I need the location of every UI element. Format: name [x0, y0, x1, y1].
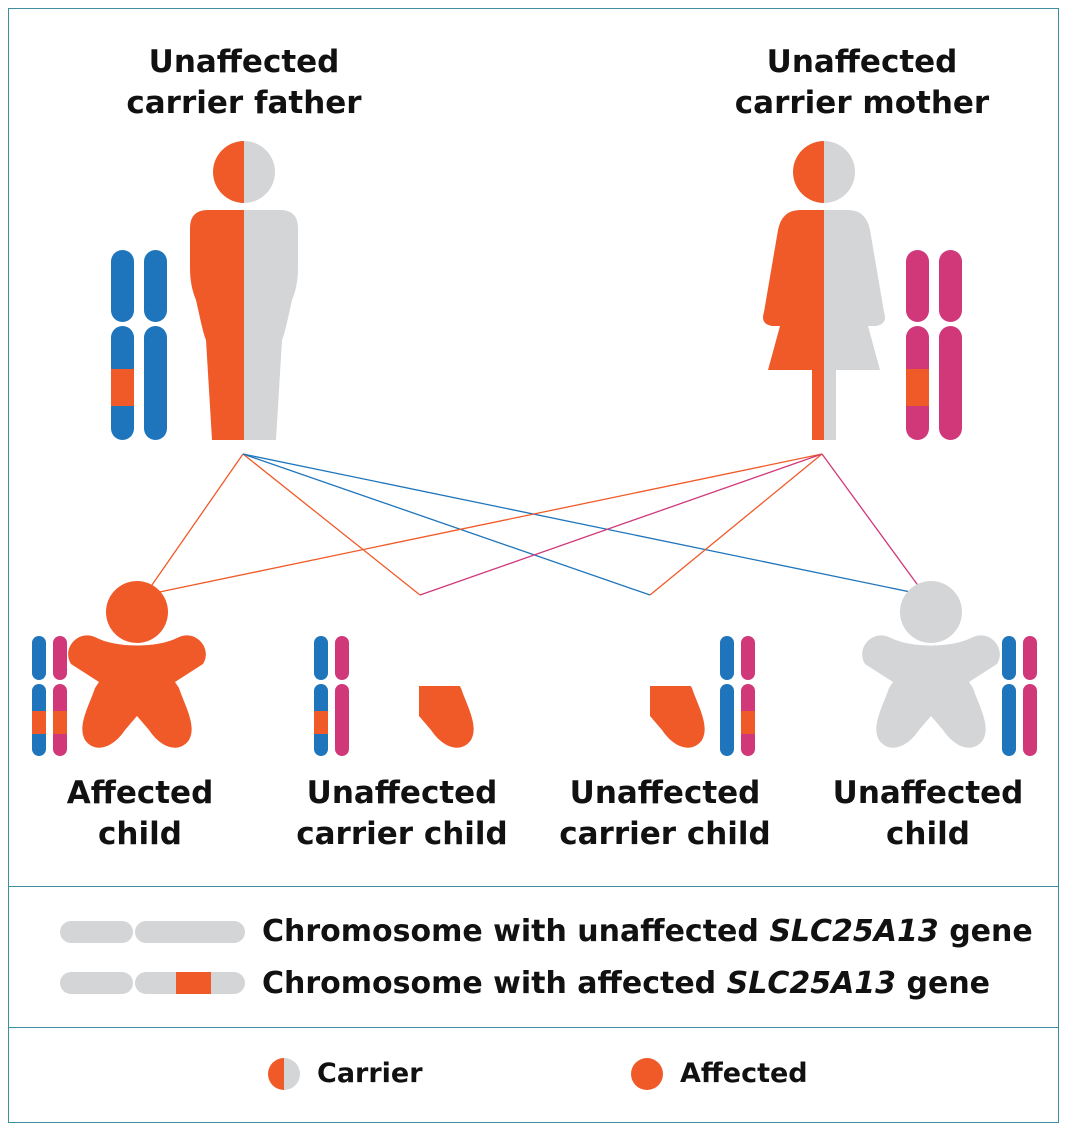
inheritance-lines	[144, 453, 926, 596]
mother-woman-icon	[763, 141, 885, 440]
child1-child-icon	[68, 581, 206, 748]
line-mother-child1	[144, 453, 823, 596]
legend-affected-chromosome-icon	[60, 972, 245, 994]
carrier-dot-icon	[268, 1058, 300, 1090]
divider-top	[8, 886, 1059, 887]
child4-label: Unaffected child	[832, 775, 1024, 852]
child4-chromosome-icon	[1002, 636, 1037, 756]
child2-label: Unaffected carrier child	[296, 775, 508, 852]
line-father-child1	[144, 453, 244, 596]
child4-child-icon	[862, 581, 1000, 748]
child2-child-icon	[419, 686, 488, 748]
child1-label: Affected child	[66, 775, 214, 852]
mother-label: Unaffected carrier mother	[734, 44, 990, 121]
mother-chromosome-icon	[906, 250, 962, 440]
line-father-child4	[242, 453, 926, 596]
line-father-child2	[242, 453, 421, 596]
key-carrier-label: Carrier	[317, 1058, 423, 1089]
diagram-frame	[8, 8, 1059, 1123]
line-mother-child2	[419, 453, 823, 596]
legend-unaffected-text: Chromosome with unaffected SLC25A13 gene	[262, 914, 1033, 949]
child1-chromosome-icon	[32, 636, 67, 756]
legend-affected-text: Chromosome with affected SLC25A13 gene	[262, 966, 991, 1001]
key-affected-label: Affected	[680, 1058, 808, 1089]
child2-chromosome-icon	[314, 636, 349, 756]
affected-dot-icon	[631, 1058, 663, 1090]
legend-unaffected-chromosome-icon	[60, 921, 245, 943]
father-chromosome-icon	[111, 250, 167, 440]
father-man-icon	[190, 141, 298, 440]
father-label: Unaffected carrier father	[126, 44, 362, 121]
child3-child-icon	[650, 686, 719, 748]
line-mother-child3	[649, 453, 823, 596]
divider-bottom	[8, 1027, 1059, 1028]
line-mother-child4	[821, 453, 926, 596]
child3-label: Unaffected carrier child	[559, 775, 771, 852]
line-father-child3	[242, 453, 651, 596]
child3-chromosome-icon	[720, 636, 755, 756]
